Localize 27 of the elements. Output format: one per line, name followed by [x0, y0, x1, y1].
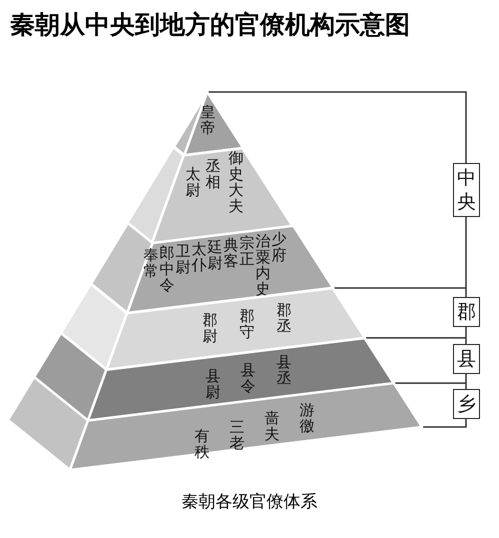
official-title: 宗正: [238, 234, 255, 267]
official-title: 少府: [270, 230, 287, 263]
official-title: 有秩: [194, 428, 210, 460]
official-title: 太尉: [184, 166, 201, 198]
level-label: 乡: [453, 389, 480, 419]
official-title: 郡守: [238, 308, 255, 340]
official-title: 郡尉: [202, 312, 218, 344]
official-title: 郡丞: [276, 302, 292, 334]
official-title: 县丞: [276, 354, 292, 386]
level-label: 郡: [453, 297, 480, 327]
official-title: 三老: [229, 418, 245, 451]
official-title: 丞相: [204, 158, 221, 190]
official-title: 皇帝: [200, 104, 216, 136]
official-title: 县令: [240, 362, 256, 394]
official-title: 御史大夫: [228, 150, 244, 214]
official-title: 太仆: [190, 240, 207, 273]
official-title: 啬夫: [264, 410, 280, 442]
official-title: 县尉: [204, 368, 221, 400]
level-label: 县: [453, 344, 480, 374]
official-title: 游徼: [299, 402, 315, 434]
official-title: 卫尉: [174, 242, 191, 275]
official-title: 郎中令: [158, 244, 175, 293]
official-title: 典客: [222, 236, 239, 269]
title: 秦朝从中央到地方的官僚机构示意图: [10, 9, 410, 41]
caption: 秦朝各级官僚体系: [180, 491, 318, 513]
level-label: 中央: [453, 163, 480, 217]
official-title: 廷尉: [206, 238, 223, 271]
